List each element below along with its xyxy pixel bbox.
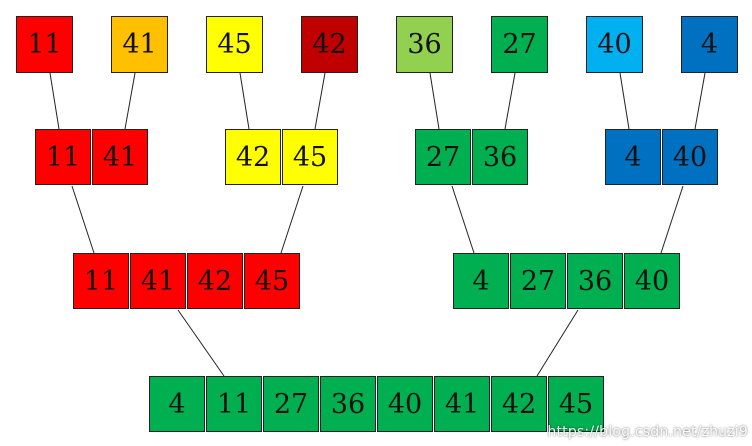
pair-cell: 36 — [472, 129, 528, 185]
connector-line — [451, 185, 475, 254]
leaf-cell: 27 — [491, 16, 548, 73]
pair-cell: 4 — [605, 129, 661, 185]
quad-cell: 27 — [510, 253, 566, 309]
final-cell: 45 — [548, 376, 604, 432]
final-sorted-group: 4 11 27 36 40 41 42 45 — [149, 376, 604, 432]
leaf-cell: 41 — [111, 16, 168, 73]
connector-line — [124, 72, 136, 130]
connector-line — [694, 72, 706, 130]
quad-group: 11 41 42 45 — [73, 253, 300, 309]
leaf-cell: 4 — [681, 16, 738, 73]
connector-line — [177, 309, 225, 377]
leaf-box: 42 — [301, 16, 358, 73]
leaf-cell: 42 — [301, 16, 358, 73]
final-cell: 41 — [434, 376, 490, 432]
connector-line — [314, 72, 326, 130]
connector-line — [71, 185, 95, 254]
pair-cell: 40 — [662, 129, 718, 185]
connector-line — [49, 72, 60, 130]
watermark-text: https://blog.csdn.net/zhuzi9 — [547, 424, 748, 440]
pair-group: 4 40 — [605, 129, 718, 185]
quad-group: 4 27 36 40 — [453, 253, 680, 309]
quad-cell: 45 — [244, 253, 300, 309]
leaf-cell: 36 — [396, 16, 453, 73]
final-cell: 36 — [320, 376, 376, 432]
leaf-cell: 40 — [586, 16, 643, 73]
leaf-box: 40 — [586, 16, 643, 73]
connector-line — [619, 72, 630, 130]
leaf-box: 4 — [681, 16, 738, 73]
final-cell: 4 — [149, 376, 205, 432]
quad-cell: 42 — [187, 253, 243, 309]
leaf-box: 11 — [16, 16, 73, 73]
connector-line — [536, 309, 579, 377]
leaf-cell: 11 — [16, 16, 73, 73]
pair-group: 27 36 — [415, 129, 528, 185]
leaf-box: 41 — [111, 16, 168, 73]
connector-line — [280, 185, 304, 254]
pair-group: 11 41 — [35, 129, 148, 185]
pair-cell: 45 — [282, 129, 338, 185]
pair-cell: 42 — [225, 129, 281, 185]
leaf-box: 36 — [396, 16, 453, 73]
quad-cell: 11 — [73, 253, 129, 309]
quad-cell: 4 — [453, 253, 509, 309]
connector-line — [239, 72, 250, 130]
pair-cell: 27 — [415, 129, 471, 185]
quad-cell: 36 — [567, 253, 623, 309]
final-cell: 11 — [206, 376, 262, 432]
connector-line — [660, 185, 684, 254]
connector-line — [429, 72, 440, 130]
leaf-box: 27 — [491, 16, 548, 73]
connector-line — [504, 72, 516, 130]
pair-cell: 41 — [92, 129, 148, 185]
final-cell: 40 — [377, 376, 433, 432]
pair-group: 42 45 — [225, 129, 338, 185]
leaf-cell: 45 — [206, 16, 263, 73]
final-cell: 27 — [263, 376, 319, 432]
final-cell: 42 — [491, 376, 547, 432]
leaf-box: 45 — [206, 16, 263, 73]
quad-cell: 40 — [624, 253, 680, 309]
quad-cell: 41 — [130, 253, 186, 309]
pair-cell: 11 — [35, 129, 91, 185]
